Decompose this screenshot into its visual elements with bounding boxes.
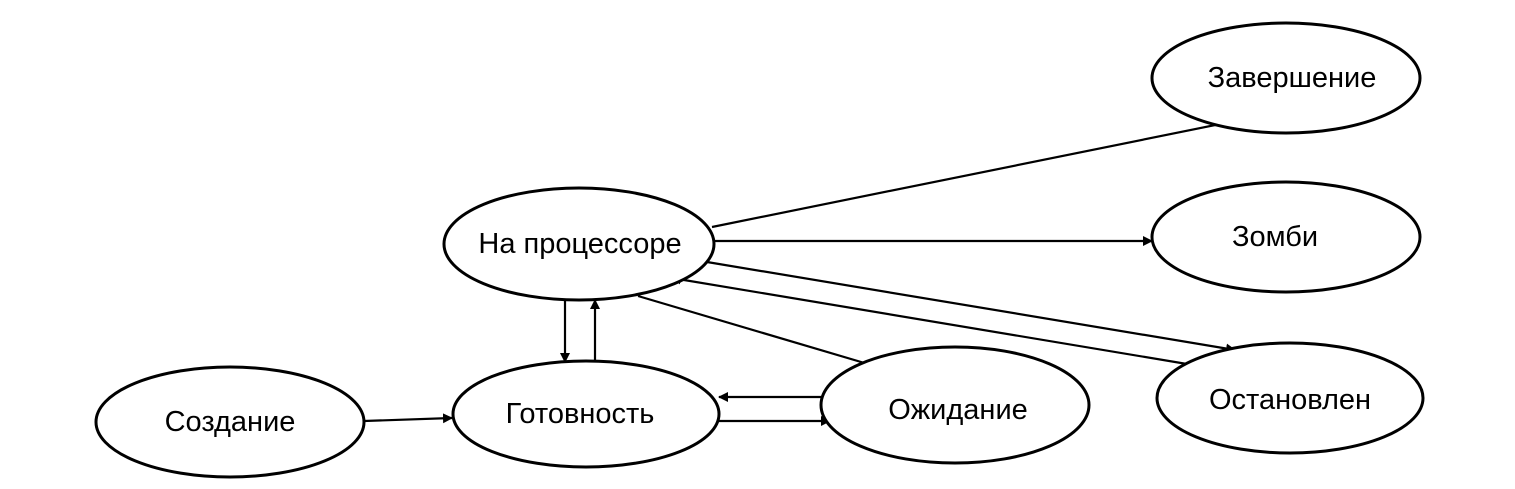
node-gotovnost: Готовность <box>451 359 721 469</box>
node-na-processore: На процессоре <box>442 186 716 302</box>
node-zombi-label: Зомби <box>1232 221 1318 253</box>
node-ostanovlen-label: Остановлен <box>1209 384 1371 416</box>
edge-na-processore-to-ostanovlen <box>706 260 1236 354</box>
node-ozhidanie-ellipse <box>819 345 1091 465</box>
node-zavershenie-label: Завершение <box>1208 62 1377 94</box>
node-sozdanie-label: Создание <box>165 406 296 438</box>
node-sozdanie-ellipse <box>94 365 366 479</box>
node-zavershenie-ellipse <box>1150 21 1422 135</box>
edge-na-processore-to-zavershenie <box>711 116 1241 229</box>
node-ostanovlen: Остановлен <box>1155 341 1425 455</box>
node-na-processore-ellipse <box>442 186 716 302</box>
edges <box>363 116 1241 426</box>
node-zombi-ellipse <box>1150 180 1422 294</box>
node-gotovnost-label: Готовность <box>506 398 655 430</box>
edge-na-processore-to-ozhidanie <box>637 294 879 370</box>
node-gotovnost-ellipse <box>451 359 721 469</box>
node-ozhidanie-label: Ожидание <box>888 394 1028 426</box>
edge-sozdanie-to-gotovnost <box>363 413 453 424</box>
node-na-processore-label: На процессоре <box>478 228 681 260</box>
edge-ostanovlen-to-na-processore <box>671 274 1188 366</box>
node-zombi: Зомби <box>1150 180 1422 294</box>
node-zavershenie: Завершение <box>1150 21 1422 135</box>
node-sozdanie: Создание <box>94 365 366 479</box>
node-ostanovlen-ellipse <box>1155 341 1425 455</box>
node-ozhidanie: Ожидание <box>819 345 1091 465</box>
